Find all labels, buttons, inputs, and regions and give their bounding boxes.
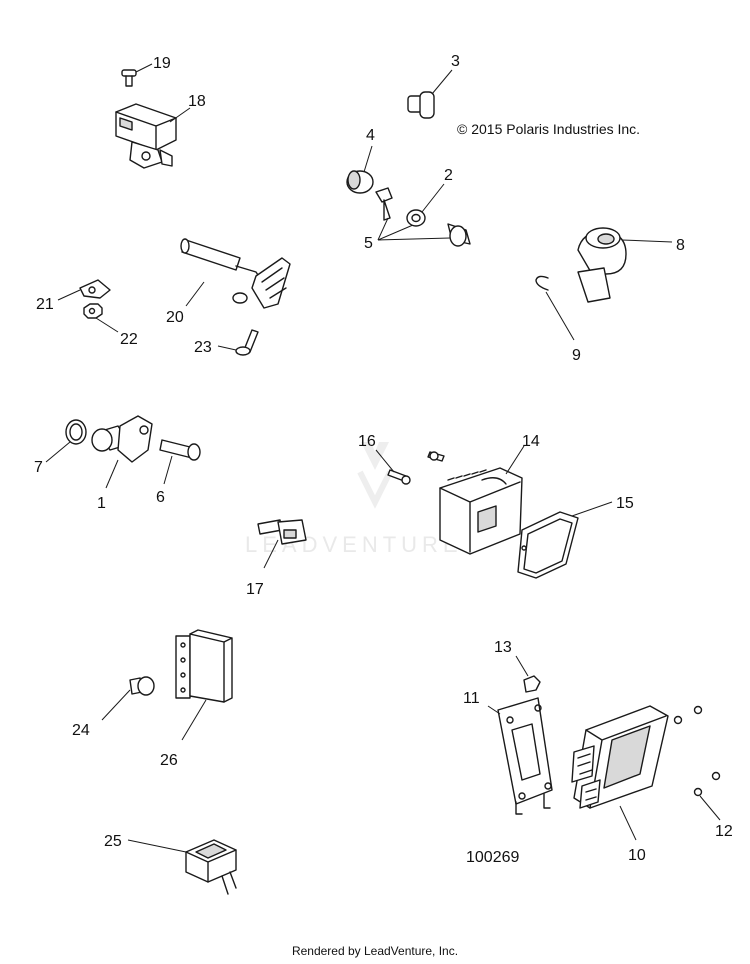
callout-24[interactable]: 24 [72, 722, 90, 739]
part-4-cap[interactable] [346, 145, 374, 194]
part-9-clip[interactable] [535, 275, 575, 341]
callout-4[interactable]: 4 [366, 127, 375, 144]
part-19-screw[interactable] [121, 63, 153, 87]
part-17-temp-sensor[interactable] [257, 519, 307, 569]
part-10-ecu[interactable] [571, 705, 669, 841]
part-25-switch[interactable] [127, 839, 237, 895]
callout-7[interactable]: 7 [34, 459, 43, 476]
part-16-bolts[interactable] [375, 449, 445, 485]
part-15-gasket[interactable] [517, 501, 613, 579]
callout-3[interactable]: 3 [451, 53, 460, 70]
callout-26[interactable]: 26 [160, 752, 178, 769]
part-3-bolt[interactable] [407, 69, 453, 119]
part-21-clamp[interactable] [57, 279, 111, 301]
callout-12[interactable]: 12 [715, 823, 733, 840]
diagram-id: 100269 [466, 849, 519, 866]
part-13-screw[interactable] [515, 655, 541, 693]
part-26-relay[interactable] [175, 629, 233, 741]
watermark-text: LEADVENTURE [245, 532, 463, 557]
part-18-map-sensor[interactable] [115, 103, 191, 169]
callout-23[interactable]: 23 [194, 339, 212, 356]
callout-2[interactable]: 2 [444, 167, 453, 184]
callout-16[interactable]: 16 [358, 433, 376, 450]
part-8-knock-sensor[interactable] [577, 227, 673, 303]
callout-17[interactable]: 17 [246, 581, 264, 598]
callout-13[interactable]: 13 [494, 639, 512, 656]
part-6-bolt[interactable] [159, 439, 201, 485]
callout-25[interactable]: 25 [104, 833, 122, 850]
part-5-fittings[interactable] [375, 187, 471, 247]
callout-19[interactable]: 19 [153, 55, 171, 72]
callout-8[interactable]: 8 [676, 237, 685, 254]
callout-20[interactable]: 20 [166, 309, 184, 326]
callout-18[interactable]: 18 [188, 93, 206, 110]
part-20-speed-sensor[interactable] [180, 238, 291, 309]
callout-22[interactable]: 22 [120, 331, 138, 348]
part-14-housing[interactable] [439, 445, 525, 555]
callout-10[interactable]: 10 [628, 847, 646, 864]
part-7-o-ring[interactable] [45, 419, 87, 463]
callout-6[interactable]: 6 [156, 489, 165, 506]
footer-text: Rendered by LeadVenture, Inc. [291, 944, 459, 958]
part-1-cam-sensor[interactable] [91, 415, 153, 489]
callout-5[interactable]: 5 [364, 235, 373, 252]
callout-9[interactable]: 9 [572, 347, 581, 364]
callout-15[interactable]: 15 [616, 495, 634, 512]
callout-1[interactable]: 1 [97, 495, 106, 512]
part-12-screws[interactable] [673, 705, 721, 821]
part-23-bolt[interactable] [217, 329, 259, 356]
part-11-bracket[interactable] [487, 697, 553, 815]
callout-21[interactable]: 21 [36, 296, 54, 313]
callout-11[interactable]: 11 [463, 690, 480, 707]
part-2-washer[interactable] [406, 183, 445, 227]
copyright-text: © 2015 Polaris Industries Inc. [457, 121, 640, 137]
part-24-bolt[interactable] [101, 676, 155, 721]
watermark: LEADVENTURE [245, 442, 463, 557]
callout-14[interactable]: 14 [522, 433, 540, 450]
part-22-nut[interactable] [83, 303, 119, 333]
